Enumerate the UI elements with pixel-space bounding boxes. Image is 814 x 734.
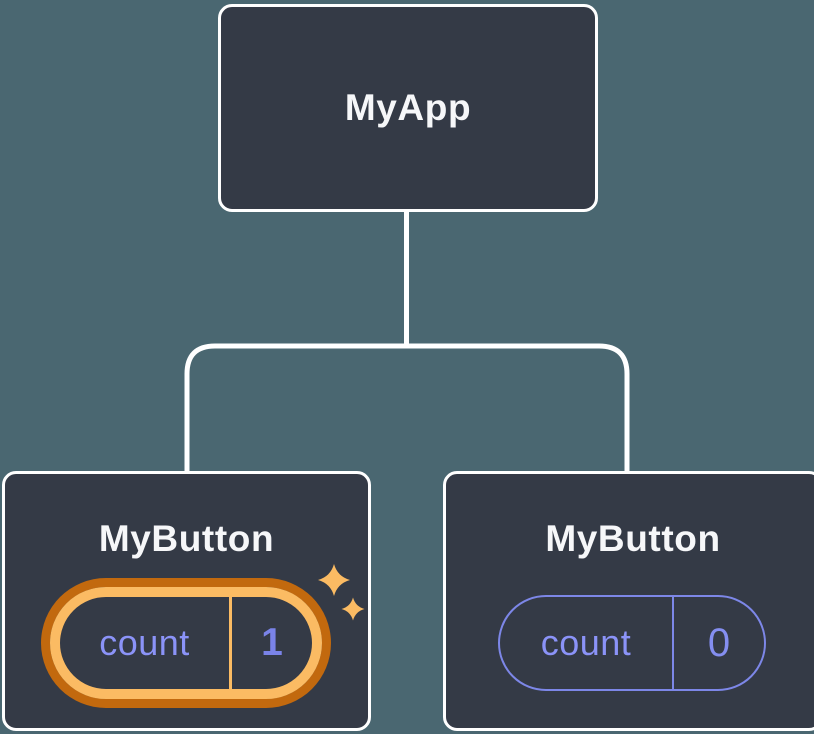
state-pill-highlighted: count 1 bbox=[50, 587, 322, 699]
state-label: count bbox=[540, 622, 632, 663]
component-node-button-left: MyButton count 1 bbox=[2, 471, 371, 731]
component-title: MyButton bbox=[545, 518, 721, 559]
component-title: MyButton bbox=[98, 518, 275, 559]
component-node-root: MyApp bbox=[218, 4, 598, 212]
component-title: MyApp bbox=[344, 87, 472, 128]
state-value: 1 bbox=[261, 621, 283, 664]
state-pill-divider bbox=[672, 597, 674, 689]
state-label: count bbox=[99, 622, 190, 663]
state-pill-divider bbox=[229, 597, 232, 689]
state-pill: count 0 bbox=[498, 595, 766, 691]
component-node-button-right: MyButton count 0 bbox=[443, 471, 814, 731]
state-value: 0 bbox=[707, 620, 731, 665]
